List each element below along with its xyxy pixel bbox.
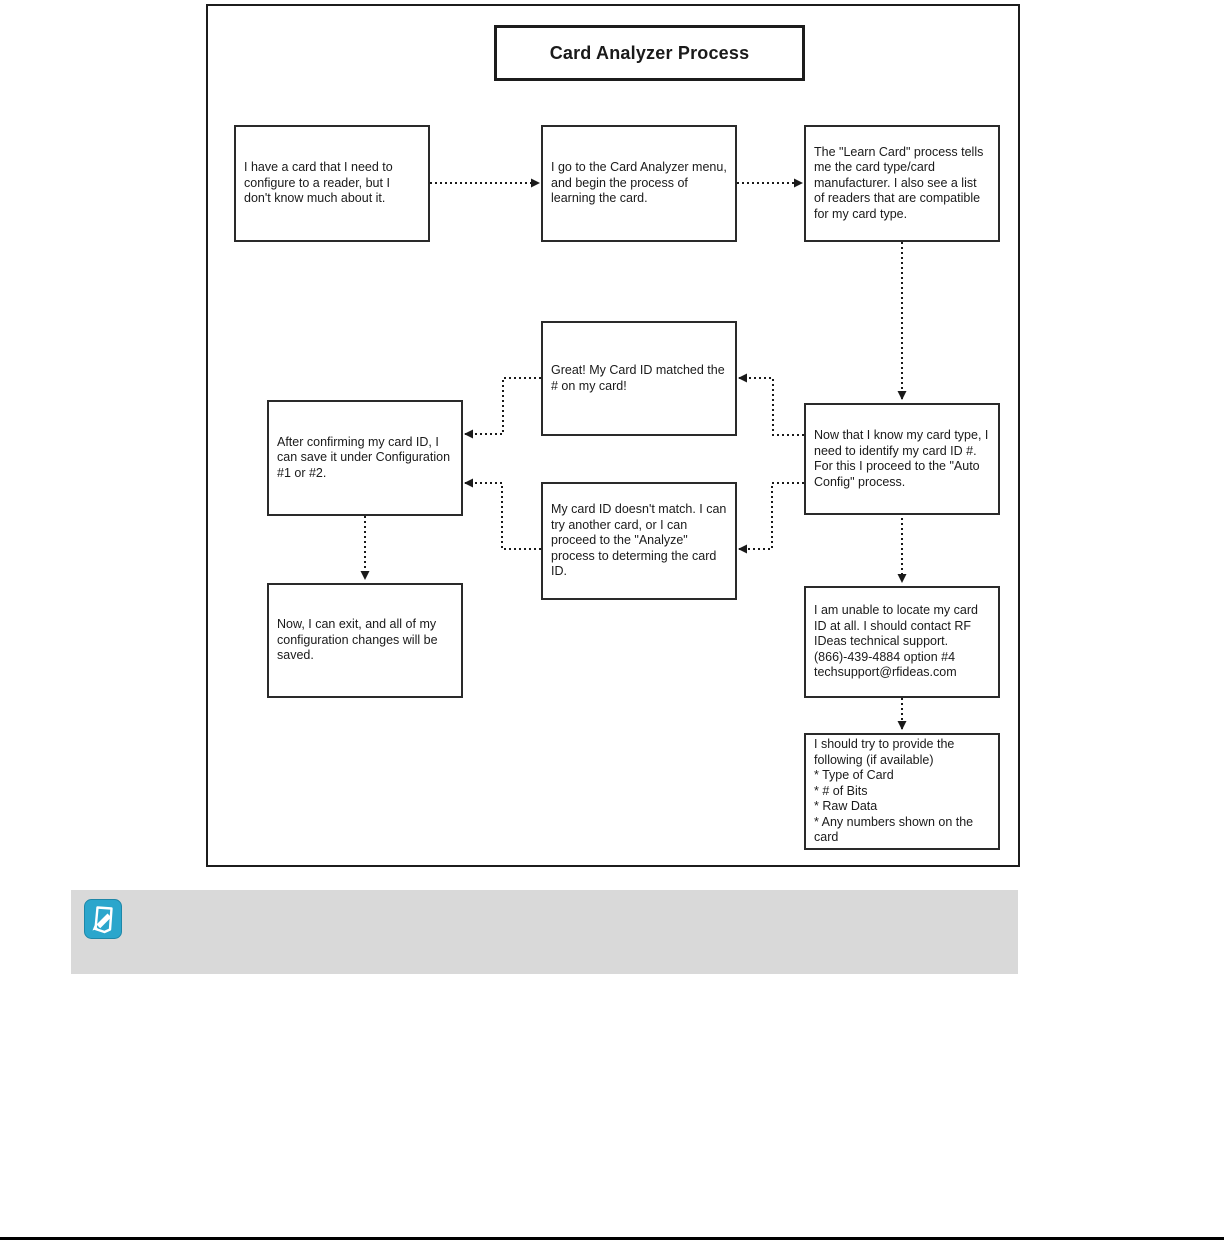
node-contact-support: I am unable to locate my card ID at all.… [804,586,1000,698]
diagram-title: Card Analyzer Process [494,25,805,81]
connector-autoconfig-to-matched [738,373,804,436]
diagram-title-text: Card Analyzer Process [549,42,750,63]
node-id-matched: Great! My Card ID matched the # on my ca… [541,321,737,436]
node-id-no-match: My card ID doesn't match. I can try anot… [541,482,737,600]
node-exit-saved: Now, I can exit, and all of my configura… [267,583,463,698]
flowchart-frame: Card Analyzer Process I have a card that… [206,4,1020,867]
bottom-rule [0,1237,1224,1240]
node-confirm-save: After confirming my card ID, I can save … [267,400,463,516]
node-learn-card: The "Learn Card" process tells me the ca… [804,125,1000,242]
node-analyzer-menu: I go to the Card Analyzer menu, and begi… [541,125,737,242]
node-provide-info: I should try to provide the following (i… [804,733,1000,850]
note-icon [84,899,122,939]
connector-matched-to-confirm [464,377,541,439]
note-bar [71,890,1018,974]
node-auto-config: Now that I know my card type, I need to … [804,403,1000,515]
connector-nomatch-to-confirm [464,478,541,550]
connector-autoconfig-to-nomatch [738,482,804,554]
node-start: I have a card that I need to configure t… [234,125,430,242]
